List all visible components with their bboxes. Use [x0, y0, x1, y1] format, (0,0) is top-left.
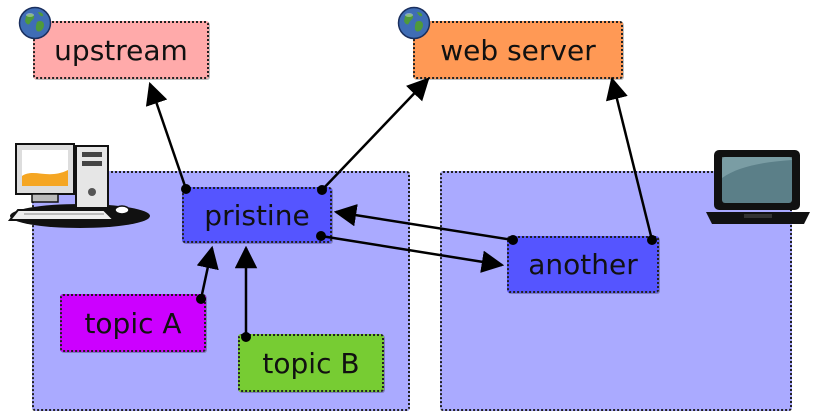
web-server-label: web server — [440, 33, 596, 67]
pristine-node: pristine — [182, 187, 332, 243]
topic-b-label: topic B — [262, 346, 360, 380]
edge-endpoint — [196, 294, 206, 304]
edge-topic-a-to-pristine — [196, 245, 219, 300]
web-server-node: web server — [413, 21, 623, 79]
pristine-label: pristine — [204, 198, 310, 232]
edge-endpoint — [508, 235, 518, 245]
edge-pristine-to-web-server — [321, 77, 430, 191]
laptop-icon — [706, 150, 810, 224]
edge-endpoint — [316, 231, 326, 241]
globe-icon — [397, 6, 431, 40]
globe-icon — [18, 6, 52, 40]
topic-a-node: topic A — [60, 294, 206, 352]
topic-a-label: topic A — [84, 306, 182, 340]
edge-pristine-to-another — [320, 234, 505, 273]
upstream-node: upstream — [33, 21, 209, 79]
edge-endpoint — [317, 185, 327, 195]
desktop-computer-icon — [7, 143, 150, 228]
topic-b-node: topic B — [238, 334, 384, 392]
edge-another-to-web-server — [605, 76, 654, 241]
edge-endpoint — [647, 235, 657, 245]
edge-another-to-pristine — [333, 204, 514, 242]
edge-endpoint — [241, 332, 251, 342]
another-label: another — [528, 248, 638, 281]
upstream-label: upstream — [54, 33, 188, 67]
edge-endpoint — [181, 184, 191, 194]
another-node: another — [507, 236, 659, 293]
edge-pristine-to-upstream — [145, 81, 188, 190]
